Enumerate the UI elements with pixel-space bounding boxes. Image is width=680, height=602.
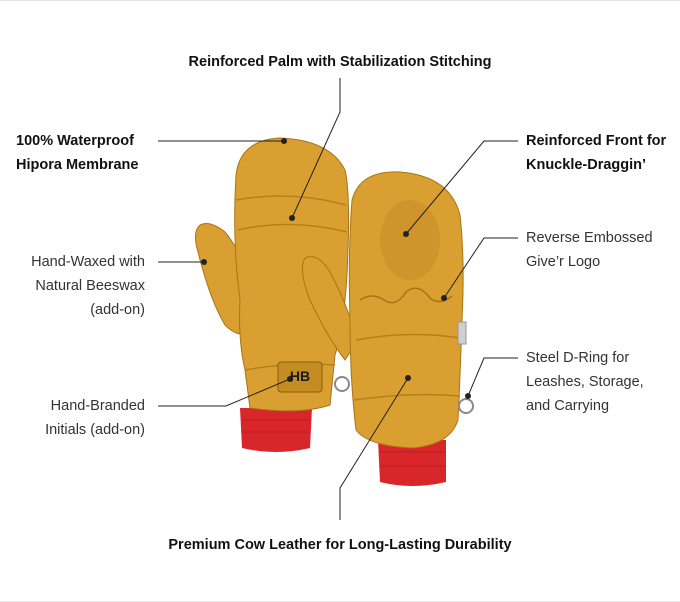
callout-reinforced-front: Reinforced Front for Knuckle-Draggin’ xyxy=(526,129,666,177)
callout-logo-line2: Give’r Logo xyxy=(526,254,601,270)
hb-patch xyxy=(277,361,323,393)
callout-dring-line3: and Carrying xyxy=(526,398,610,414)
callout-waxed-line1: Hand-Waxed with xyxy=(31,254,145,270)
callout-front-line1: Reinforced Front for xyxy=(526,133,667,149)
callout-logo-line1: Reverse Embossed xyxy=(526,230,653,246)
left-cuff xyxy=(240,408,312,452)
left-d-ring xyxy=(334,376,350,392)
callout-front-line2: Knuckle-Draggin’ xyxy=(526,157,647,173)
callout-dring-line2: Leashes, Storage, xyxy=(526,374,644,390)
right-mitten xyxy=(301,171,474,486)
callout-d-ring: Steel D-Ring for Leashes, Storage, and C… xyxy=(526,346,644,418)
callout-initials-line2: Initials (add-on) xyxy=(45,422,145,438)
callout-hand-branded: Hand-Branded Initials (add-on) xyxy=(0,394,145,442)
callout-waxed-line3: (add-on) xyxy=(90,302,145,318)
callout-reinforced-palm: Reinforced Palm with Stabilization Stitc… xyxy=(188,54,492,70)
callout-premium-leather: Premium Cow Leather for Long-Lasting Dur… xyxy=(168,537,512,553)
callout-waxed-line2: Natural Beeswax xyxy=(35,278,145,294)
leader-dots xyxy=(201,138,471,399)
callout-waterproof: 100% Waterproof Hipora Membrane xyxy=(16,129,138,177)
callout-embossed-logo: Reverse Embossed Give’r Logo xyxy=(526,226,653,274)
callout-initials-line1: Hand-Branded xyxy=(50,398,145,414)
left-mitten xyxy=(194,137,350,452)
callout-hand-waxed: Hand-Waxed with Natural Beeswax (add-on) xyxy=(0,250,145,322)
callout-waterproof-line1: 100% Waterproof xyxy=(16,133,134,149)
leader-lines xyxy=(158,78,518,520)
embossed-logo xyxy=(359,287,453,304)
hb-patch-text: HB xyxy=(289,368,311,384)
callout-waterproof-line2: Hipora Membrane xyxy=(16,157,139,173)
right-d-ring xyxy=(458,398,474,414)
callout-dring-line1: Steel D-Ring for xyxy=(526,350,630,366)
